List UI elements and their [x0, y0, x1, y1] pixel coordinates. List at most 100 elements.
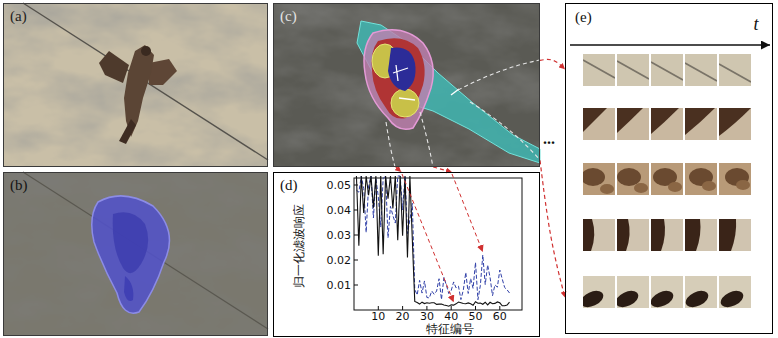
- x-tick-label: 60: [493, 311, 507, 322]
- image-patch-part: [683, 288, 711, 311]
- image-patch-part: [719, 64, 751, 82]
- x-tick-label: 20: [396, 311, 410, 322]
- image-patch-part: [651, 108, 679, 134]
- image-patch-part: [651, 163, 683, 195]
- image-patch-part: [685, 63, 717, 81]
- image-patch-part: [617, 219, 649, 251]
- region-panel-part: [364, 30, 433, 130]
- tick-mark: [475, 306, 476, 310]
- photo-panel: [3, 3, 268, 167]
- image-patch-part: [685, 108, 715, 135]
- panel-letter: (e): [575, 9, 592, 26]
- image-patch-part: [651, 54, 683, 86]
- image-patch: [648, 276, 683, 310]
- image-patch-part: [583, 60, 615, 78]
- image-patch-part: [578, 288, 606, 311]
- image-patch-part: [668, 182, 682, 192]
- y-tick-label: 0.05: [327, 180, 352, 191]
- line-chart: [354, 174, 522, 310]
- image-patch-part: [719, 219, 751, 251]
- segmentation-panel-part: [23, 172, 268, 329]
- image-patch: [685, 219, 717, 251]
- x-tick-label: 10: [371, 311, 385, 322]
- tick-mark: [354, 260, 358, 261]
- x-tick-label: 40: [444, 311, 458, 322]
- image-patch: [685, 108, 717, 140]
- image-patch: [685, 54, 717, 86]
- tick-mark: [378, 306, 379, 310]
- image-patch: [685, 163, 717, 195]
- image-patch-part: [685, 163, 717, 195]
- image-patch-part: [648, 288, 676, 311]
- leader-lines-part: [458, 60, 540, 90]
- image-patch-part: [583, 219, 615, 251]
- image-patch: [613, 276, 649, 310]
- segmentation-panel-part: [3, 172, 268, 336]
- image-patch-part: [719, 54, 751, 86]
- y-tick-label: 0.01: [327, 280, 352, 291]
- image-patch-part: [583, 108, 615, 140]
- image-patch-part: [617, 219, 630, 251]
- image-patch-part: [736, 180, 750, 190]
- image-patch-part: [617, 163, 649, 195]
- segmentation-panel-part: [124, 276, 133, 301]
- photo-panel-part: [23, 3, 268, 160]
- image-patch: [583, 108, 615, 140]
- pointer-arrow: [402, 174, 454, 302]
- tick-mark: [354, 285, 358, 286]
- image-patch: [719, 219, 751, 251]
- region-panel-part: [393, 68, 408, 73]
- image-patch-part: [685, 54, 717, 86]
- image-patch-part: [583, 54, 615, 86]
- image-patch: [581, 163, 615, 195]
- tick-mark: [354, 185, 358, 186]
- panel-letter: (a): [10, 8, 27, 25]
- ellipsis: ...: [543, 131, 555, 147]
- image-patch-part: [617, 54, 649, 86]
- image-patch-part: [685, 108, 717, 140]
- image-patch: [583, 219, 615, 251]
- region-panel-part: [388, 48, 416, 91]
- panel-letter: (c): [280, 8, 297, 25]
- dashed-arrow: [540, 160, 565, 297]
- chart-panel: [273, 172, 540, 337]
- segmentation-panel-part: [113, 212, 148, 273]
- image-patch: [617, 219, 649, 251]
- image-panel: (b): [3, 172, 268, 336]
- patch-panel: [565, 3, 773, 334]
- image-patch-part: [617, 61, 649, 79]
- x-axis-title: 特征编号: [426, 323, 474, 335]
- photo-panel-part: [3, 3, 268, 167]
- image-patch-part: [718, 288, 746, 311]
- x-tick-label: 30: [420, 311, 434, 322]
- leader-lines-part: [420, 112, 433, 167]
- tick-mark: [354, 235, 358, 236]
- region-panel-part: [372, 38, 425, 118]
- image-patch-part: [685, 219, 717, 251]
- image-patch-part: [581, 168, 605, 186]
- image-patch: [651, 54, 683, 86]
- dashed-arrow: [540, 59, 565, 69]
- tick-mark: [402, 306, 403, 310]
- photo-panel-part: [3, 3, 268, 167]
- image-patch: [719, 163, 751, 195]
- solid-series: [356, 176, 509, 306]
- image-patch-part: [651, 219, 665, 251]
- photo-panel-part: [119, 119, 136, 144]
- image-patch-part: [719, 163, 751, 195]
- patch-panel: (e): [565, 3, 773, 334]
- image-patch: [651, 108, 683, 140]
- region-panel-part: [396, 65, 398, 81]
- image-patch: [617, 108, 649, 140]
- y-tick-label: 0.02: [327, 255, 352, 266]
- region-panel-part: [357, 21, 540, 163]
- image-panel: (c): [273, 3, 540, 167]
- tick-mark: [426, 306, 427, 310]
- tick-mark: [499, 306, 500, 310]
- image-panel: (a): [3, 3, 268, 167]
- panel-letter: (b): [10, 177, 28, 194]
- image-patch-part: [651, 108, 683, 140]
- image-patch-part: [719, 219, 736, 251]
- image-patch: [583, 54, 615, 86]
